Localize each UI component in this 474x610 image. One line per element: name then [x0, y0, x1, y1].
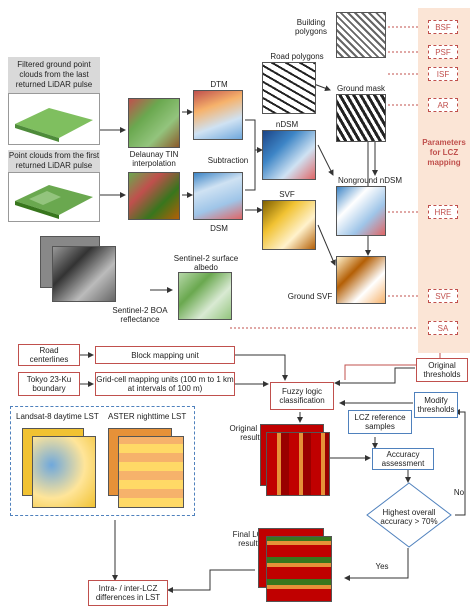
decision-diamond: [366, 482, 452, 548]
first-lidar-image: [8, 172, 100, 222]
original-lcz-image: [266, 432, 330, 496]
final-lcz-image: [266, 536, 332, 602]
original-thresholds-box: Original thresholds: [416, 358, 468, 382]
param-sa: SA: [428, 321, 458, 335]
modify-thresholds-box: Modify thresholds: [414, 392, 458, 418]
dtm-label: DTM: [210, 80, 228, 89]
svf-image: [262, 200, 316, 250]
building-polygons-image: [336, 12, 386, 58]
sentinel-boa-image: [52, 246, 116, 302]
lst-panel: [10, 406, 195, 516]
ground-svf-label: Ground SVF: [287, 292, 333, 301]
road-centerlines-box: Road centerlines: [18, 344, 80, 366]
param-bsf: BSF: [428, 20, 458, 34]
landsat-image: [32, 436, 96, 508]
filtered-lidar-label: Filtered ground point clouds from the la…: [8, 57, 100, 93]
param-psf: PSF: [428, 45, 458, 59]
filtered-lidar-image: [8, 93, 100, 145]
road-polygons-label: Road polygons: [270, 52, 324, 61]
ground-mask-image: [336, 94, 386, 142]
lcz-samples-label: LCZ reference samples: [348, 410, 412, 434]
original-lcz-label: Original LCZ results: [229, 424, 275, 442]
tokyo-box: Tokyo 23-Ku boundary: [18, 372, 80, 396]
building-polygons-label: Building polygons: [294, 18, 328, 36]
road-polygons-image: [262, 62, 316, 114]
svf-label: SVF: [279, 190, 295, 199]
lst-diff-box: Intra- / inter-LCZ differences in LST: [88, 580, 168, 606]
param-hre: HRE: [428, 205, 458, 219]
tin-dtm-image: [128, 98, 180, 148]
sentinel-albedo-image: [178, 272, 232, 320]
final-lcz-label: Final LCZ results: [232, 530, 268, 548]
no-label: No: [453, 488, 465, 497]
fuzzy-box: Fuzzy logic classification: [270, 382, 334, 410]
param-isf: ISF: [428, 67, 458, 81]
nonground-ndsm-label: Nonground nDSM: [337, 176, 403, 185]
decision-label: Highest overall accuracy > 70%: [380, 508, 438, 526]
aster-label: ASTER nighttime LST: [108, 412, 187, 421]
parameters-title: Parameters for LCZ mapping: [422, 138, 466, 167]
first-lidar-label: Point clouds from the first returned LiD…: [8, 150, 100, 172]
nonground-ndsm-image: [336, 186, 386, 236]
block-unit-box: Block mapping unit: [95, 346, 235, 364]
ndsm-label: nDSM: [275, 120, 299, 129]
sentinel-boa-label: Sentinel-2 BOA reflectance: [112, 306, 168, 324]
sentinel-albedo-label: Sentinel-2 surface albedo: [173, 254, 239, 272]
aster-image: [118, 436, 184, 508]
param-ar: AR: [428, 98, 458, 112]
param-svf: SVF: [428, 289, 458, 303]
accuracy-box: Accuracy assessment: [372, 448, 434, 470]
dsm-label: DSM: [210, 224, 228, 233]
dsm-image: [193, 172, 243, 220]
ndsm-image: [262, 130, 316, 180]
ground-mask-label: Ground mask: [336, 84, 386, 93]
tin-label: Delaunay TIN interpolation: [129, 150, 179, 168]
yes-label: Yes: [375, 562, 389, 571]
subtraction-label: Subtraction: [207, 156, 249, 165]
tin-dsm-image: [128, 172, 180, 220]
grid-unit-box: Grid-cell mapping units (100 m to 1 km a…: [95, 372, 235, 396]
dtm-image: [193, 90, 243, 140]
landsat-label: Landsat-8 daytime LST: [16, 412, 99, 421]
ground-svf-image: [336, 256, 386, 304]
